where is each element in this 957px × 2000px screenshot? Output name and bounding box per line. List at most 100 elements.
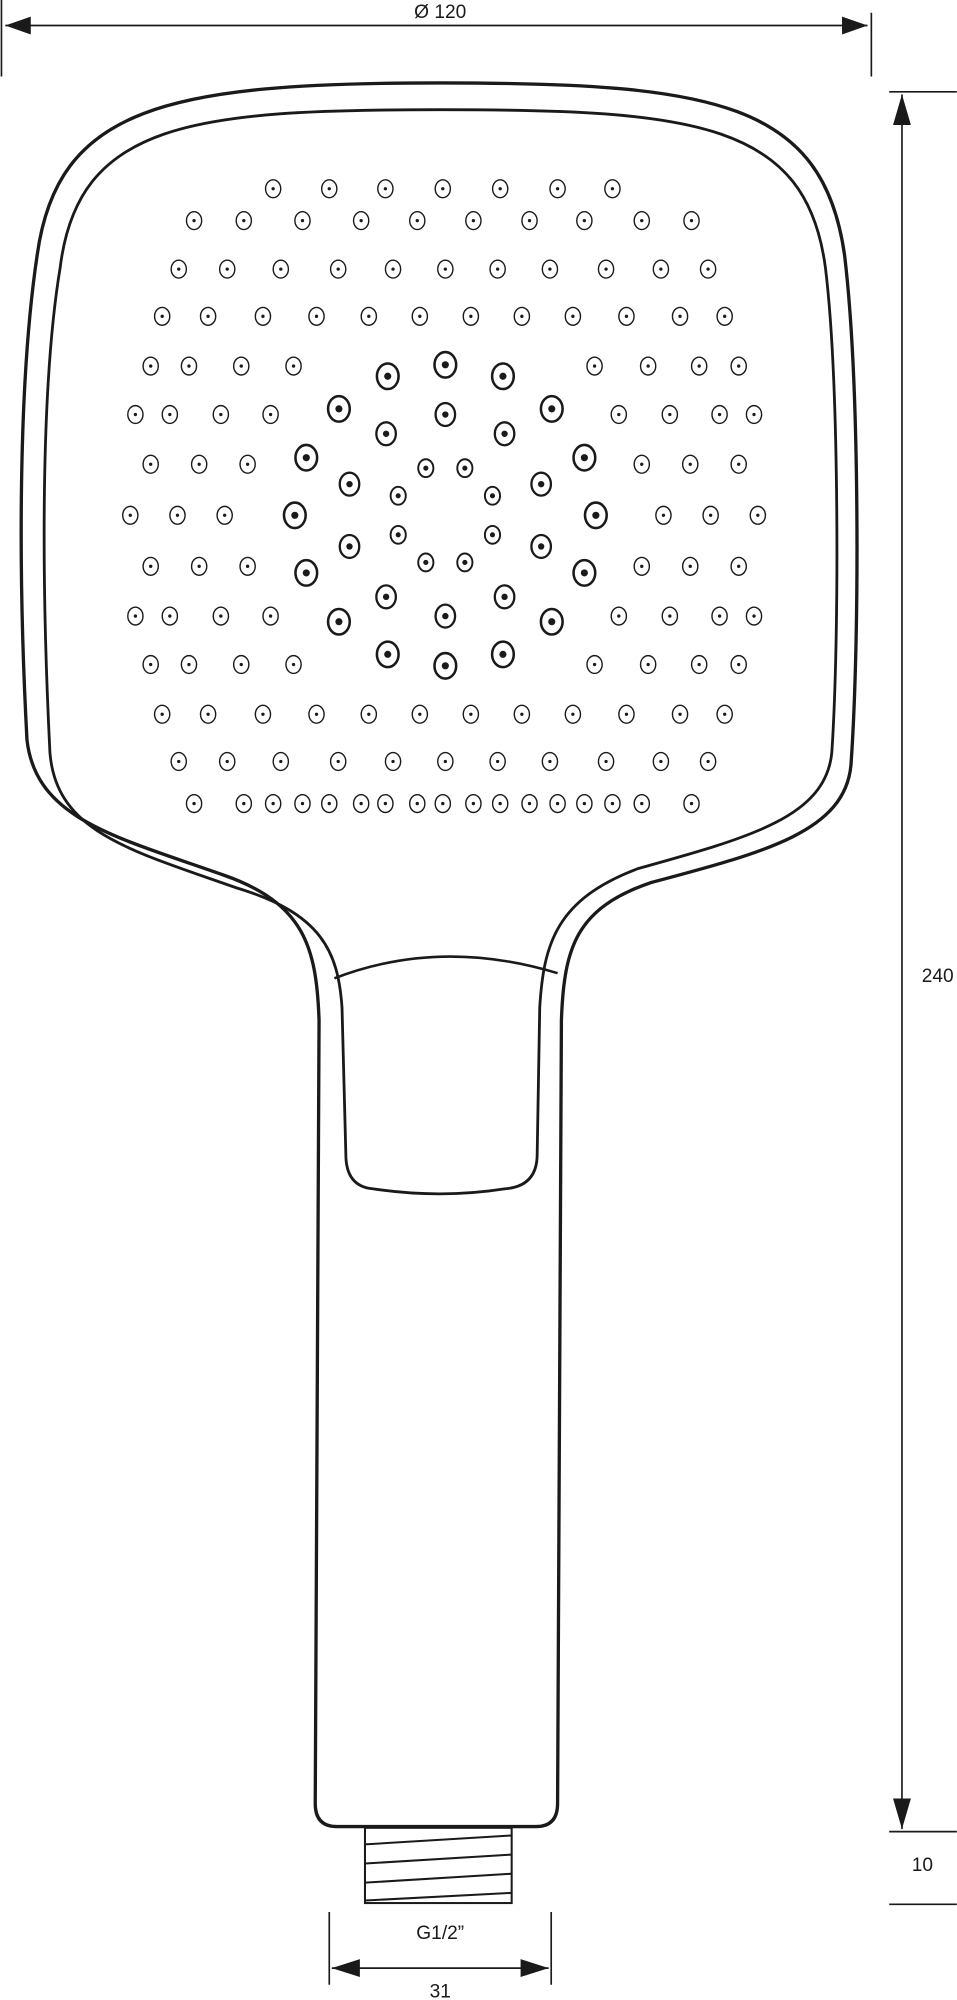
- nozzle-dot: [391, 267, 395, 271]
- nozzle-dot: [415, 801, 419, 806]
- mode-button-top-edge: [333, 955, 558, 980]
- nozzle-dot: [418, 314, 422, 318]
- nozzle-dot: [499, 372, 507, 380]
- nozzle-dot: [291, 662, 296, 667]
- nozzle-dot: [624, 712, 629, 716]
- nozzle-dot: [160, 314, 164, 318]
- nozzle-ring: [493, 421, 516, 447]
- nozzle-ring: [730, 356, 747, 376]
- nozzle-dot: [225, 267, 229, 271]
- nozzle-ring: [285, 654, 302, 675]
- nozzle-dot: [206, 314, 210, 318]
- nozzle-dot: [617, 412, 621, 417]
- nozzle-ring: [411, 306, 429, 326]
- nozzle-dot: [548, 267, 552, 271]
- nozzle-ring: [652, 751, 670, 772]
- nozzle-dot: [723, 712, 727, 716]
- nozzle-ring: [730, 454, 747, 474]
- nozzle-ring: [541, 259, 559, 279]
- nozzle-dot: [441, 801, 445, 806]
- nozzle-dot: [395, 493, 401, 499]
- nozzle-dot: [382, 593, 390, 601]
- nozzle-ring: [375, 362, 400, 391]
- nozzle-dot: [697, 364, 701, 368]
- nozzle-ring: [576, 211, 593, 231]
- thread-connector: [363, 1826, 513, 1905]
- nozzle-dot: [192, 219, 196, 223]
- nozzle-dot: [291, 511, 299, 519]
- nozzle-dot: [471, 801, 476, 806]
- connector-body: [363, 1826, 513, 1905]
- arrowhead-right: [842, 16, 868, 35]
- nozzle-ring: [711, 606, 728, 626]
- nozzle-ring: [513, 704, 531, 724]
- nozzle-dot: [443, 267, 447, 271]
- nozzle-dot: [580, 454, 588, 462]
- nozzle-ring: [408, 793, 426, 814]
- nozzle-dot: [187, 364, 191, 368]
- nozzle-dot: [219, 412, 223, 417]
- nozzle-ring: [153, 306, 171, 326]
- nozzle-dot: [423, 559, 429, 565]
- nozzle-dot: [383, 801, 388, 806]
- nozzle-dot: [133, 614, 138, 618]
- nozzle-ring: [681, 556, 699, 576]
- nozzle-dot: [489, 532, 496, 538]
- arrowhead-up: [893, 94, 911, 125]
- nozzle-ring: [683, 211, 700, 231]
- nozzle-dot: [395, 532, 401, 538]
- nozzle-ring: [360, 306, 378, 326]
- nozzle-dot: [383, 187, 388, 191]
- nozzle-ring: [604, 793, 621, 814]
- nozzle-dot: [177, 267, 181, 271]
- nozzle-dot: [441, 662, 449, 670]
- nozzle-ring: [294, 443, 319, 472]
- nozzle-ring: [489, 259, 506, 279]
- nozzle-dot: [242, 801, 246, 806]
- nozzle-dot: [168, 412, 172, 417]
- nozzle-ring: [456, 458, 474, 479]
- nozzle-dot: [291, 364, 296, 368]
- nozzle-ring: [127, 606, 144, 626]
- nozzle-dot: [527, 801, 532, 806]
- nozzle-ring: [377, 179, 394, 199]
- nozzle-dot: [498, 801, 502, 806]
- height-label: 240: [922, 966, 954, 987]
- nozzle-dot: [501, 593, 508, 601]
- nozzle-dot: [520, 314, 524, 318]
- nozzle-dot: [610, 187, 615, 191]
- shower-inner-outline: [42, 108, 839, 1196]
- nozzle-dot: [160, 712, 164, 716]
- arrowhead-left: [5, 16, 31, 35]
- nozzle-dot: [359, 219, 363, 223]
- nozzle-dot: [756, 513, 760, 517]
- nozzle-dot: [442, 411, 449, 418]
- nozzle-ring: [329, 259, 347, 279]
- nozzle-ring: [610, 404, 628, 425]
- nozzle-dot: [239, 364, 243, 368]
- nozzle-ring: [235, 211, 253, 231]
- nozzle-ring: [264, 179, 282, 199]
- nozzle-ring: [586, 654, 603, 675]
- nozzle-dot: [548, 405, 556, 413]
- nozzle-ring: [699, 259, 717, 279]
- nozzle-ring: [716, 704, 733, 724]
- nozzle-dot: [206, 712, 210, 716]
- nozzle-ring: [539, 394, 564, 423]
- nozzle-dot: [489, 493, 496, 499]
- nozzle-ring: [352, 793, 370, 814]
- nozzle-ring: [564, 306, 582, 326]
- nozzle-dot: [197, 462, 201, 466]
- nozzle-dot: [149, 662, 153, 667]
- nozzle-ring: [586, 356, 603, 376]
- nozzle-ring: [699, 751, 717, 772]
- nozzle-ring: [142, 356, 159, 376]
- nozzle-dot: [382, 430, 390, 437]
- nozzle-ring: [121, 505, 139, 525]
- nozzle-dot: [580, 569, 588, 577]
- connector-length-label: 10: [912, 1855, 933, 1876]
- nozzle-ring: [564, 704, 582, 724]
- nozzle-dot: [335, 618, 343, 626]
- nozzle-ring: [294, 558, 319, 587]
- nozzle-dot: [610, 801, 615, 806]
